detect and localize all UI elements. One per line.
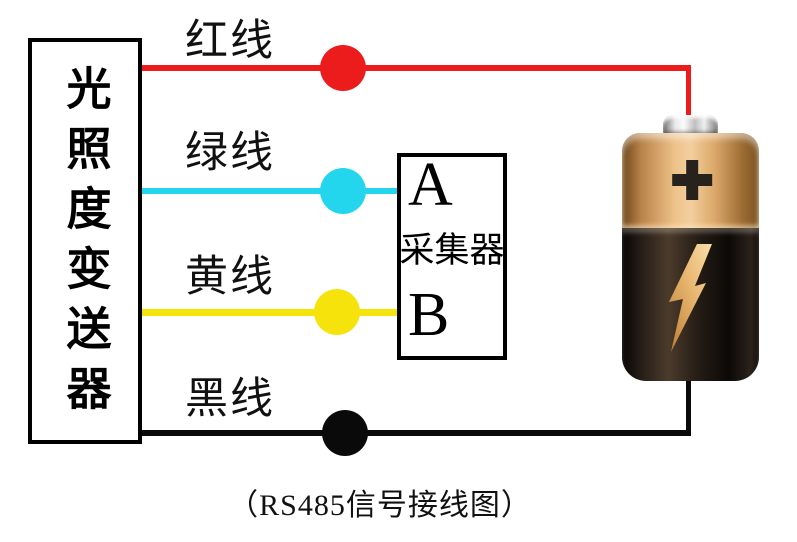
lightning-bolt-icon (668, 244, 712, 352)
battery-positive-section (622, 133, 759, 230)
wire-label-black: 黑线 (185, 376, 275, 423)
terminal-b-label: B (408, 280, 450, 349)
wire-label-green: 绿线 (185, 130, 275, 177)
wire-label-red: 红线 (185, 18, 275, 65)
transmitter-label: 光照度变送器 (59, 65, 111, 425)
green-junction-dot (320, 168, 366, 214)
red-junction-dot (320, 45, 366, 91)
red-wire-vertical-segment (686, 67, 691, 119)
transmitter-box: 光照度变送器 (28, 38, 142, 444)
yellow-junction-dot (314, 289, 360, 335)
collector-box: A 采集器 B (397, 153, 507, 360)
terminal-a-label: A (408, 151, 453, 219)
battery-negative-section (622, 228, 759, 381)
black-wire-line (142, 430, 691, 436)
red-wire-line (142, 65, 691, 71)
battery (622, 115, 759, 381)
black-junction-dot (322, 410, 368, 456)
plus-icon (671, 160, 712, 200)
caption: （RS485信号接线图） (228, 489, 532, 522)
black-wire-vertical-segment (686, 378, 691, 435)
battery-terminal-cap-icon (663, 115, 718, 136)
wire-label-yellow: 黄线 (185, 254, 275, 301)
green-wire-line (142, 188, 400, 194)
collector-label: 采集器 (399, 231, 505, 270)
yellow-wire-line (142, 309, 400, 316)
